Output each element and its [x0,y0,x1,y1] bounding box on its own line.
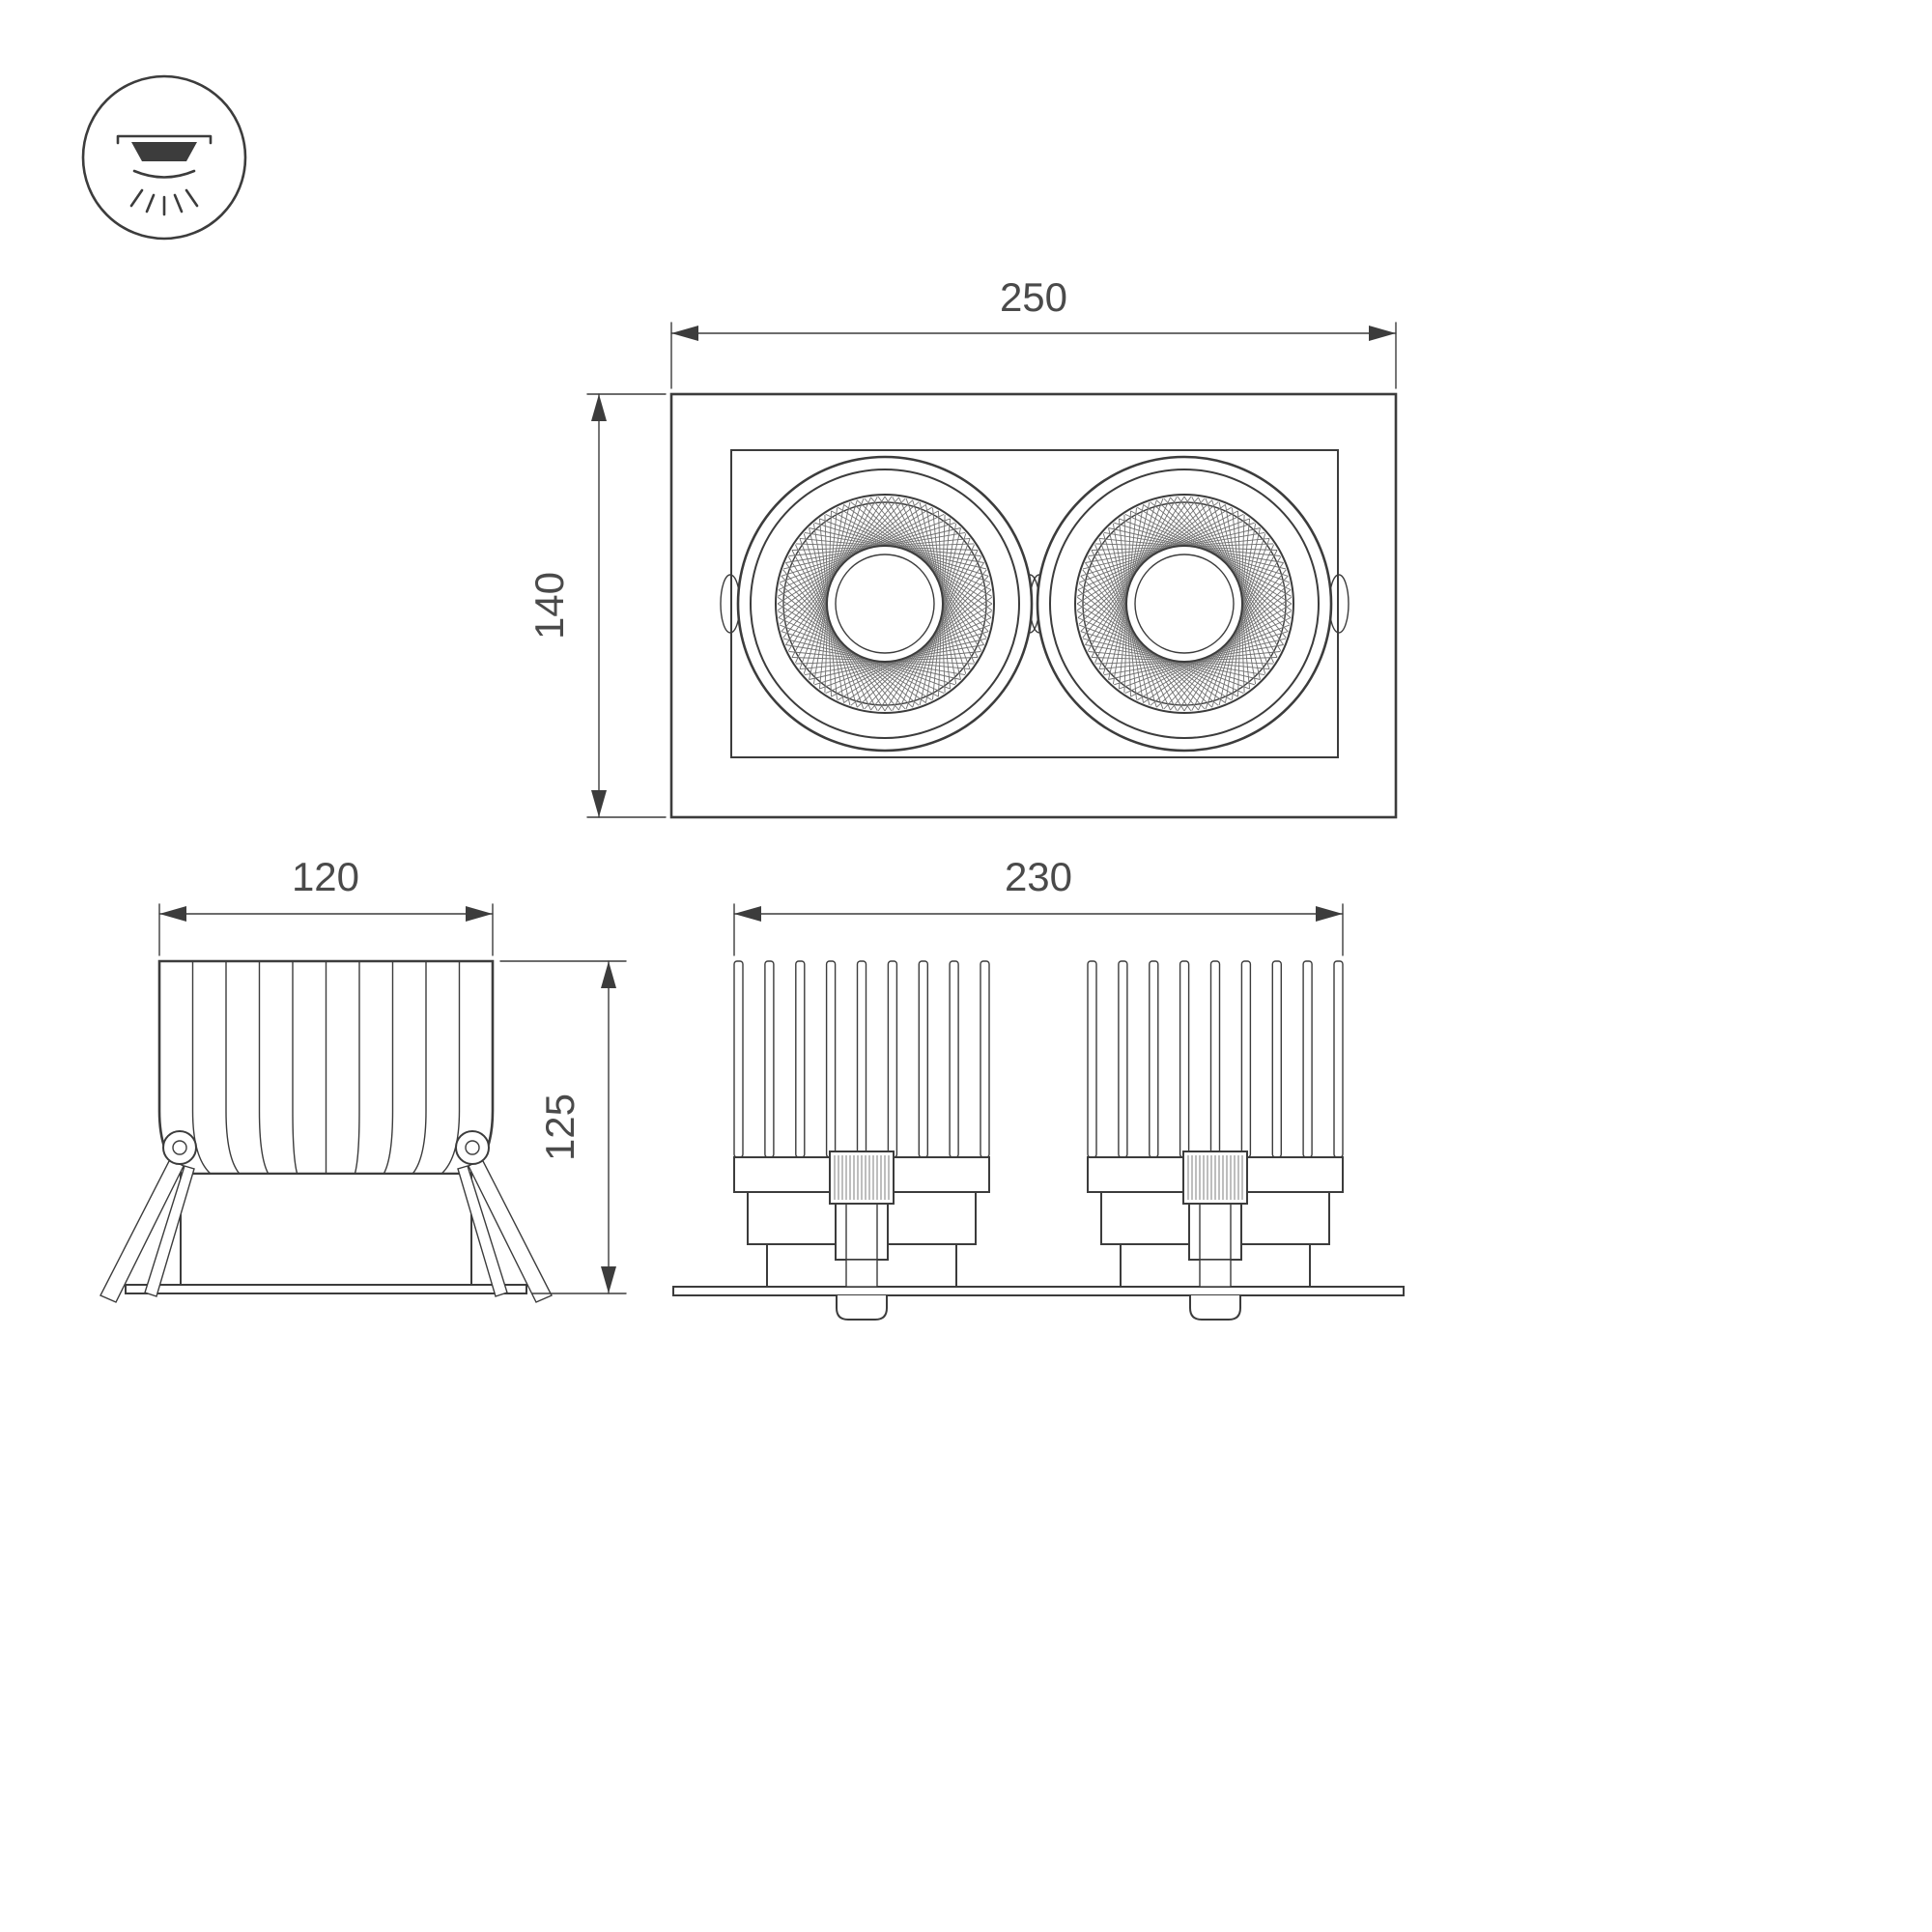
extension-lines [158,903,494,956]
dimension-front-width: 250 [670,274,1397,389]
arrowhead-left [159,906,186,922]
arrowhead-top [601,961,616,988]
side-height-label: 125 [537,1094,582,1161]
spring-clips [99,1130,553,1303]
rear-view: 230 [672,854,1405,1321]
clip-bracket [1188,1203,1242,1261]
trim-flange [672,1286,1405,1296]
heatsink-unit [1087,960,1344,1321]
fin [1118,960,1128,1158]
clip-pivot [162,1130,197,1165]
fin [1149,960,1159,1158]
icon-circle [81,74,247,241]
fin-line [354,960,360,1175]
front-width-label: 250 [1000,274,1067,320]
heatsink-units [733,960,1344,1321]
front-inner-frame [730,449,1339,758]
fin [1333,960,1344,1158]
extension-lines [586,393,667,818]
arrowhead-top [591,394,607,421]
front-height-label: 140 [526,572,572,639]
clip-foot [836,1294,888,1321]
fin-line [292,960,298,1175]
fin-line [383,960,394,1175]
dimension-side-height: 125 [499,960,627,1294]
arrowhead-left [734,906,761,922]
heatsink-unit [733,960,990,1321]
arrowhead-right [1369,326,1396,341]
fin [1209,960,1221,1158]
lens-group [720,455,1350,753]
fin [1271,960,1283,1158]
front-view: 250 140 [526,274,1398,819]
lamp-body-symbol [131,142,197,161]
cob-led-center [1125,545,1243,663]
side-width-label: 120 [292,854,359,899]
fin [795,960,806,1158]
clip-blade-short [457,1165,508,1297]
fin-line [225,960,241,1175]
rear-width-label: 230 [1005,854,1072,899]
side-view: 120 125 [99,854,627,1303]
lamp-lens-arc [132,169,196,179]
lens [736,455,1034,753]
front-outer-frame [669,392,1398,819]
dimension-front-height: 140 [526,393,667,818]
fin [1179,960,1190,1158]
extension-lines [670,322,1397,389]
lamp-housing [180,1173,472,1286]
clip-pivot-pin [465,1140,480,1155]
dimension-rear-width: 230 [733,854,1344,956]
fin [887,960,898,1158]
clip-pivot-pin [172,1140,187,1155]
clip-foot [1189,1294,1241,1321]
light-rays [129,188,199,216]
fin [1240,960,1252,1158]
clip-neck [1199,1259,1232,1288]
trim-flange [125,1284,527,1294]
extension-lines [499,960,627,1294]
clip-neck [845,1259,878,1288]
fin [949,960,959,1158]
fin [733,960,744,1158]
arrowhead-right [1316,906,1343,922]
fin [764,960,775,1158]
fin [918,960,928,1158]
ceiling-line [116,134,213,145]
extension-lines [733,903,1344,956]
cob-led-center [826,545,944,663]
fin [1087,960,1097,1158]
fin [825,960,837,1158]
clip-bracket [835,1203,889,1261]
lens [1036,455,1333,753]
clip-pivot [455,1130,490,1165]
fin-line [258,960,270,1175]
fin [1302,960,1313,1158]
fin [980,960,990,1158]
clip-blade-short [144,1165,195,1297]
recessed-downlight-icon [81,74,247,241]
dimension-side-width: 120 [158,854,494,956]
arrowhead-bottom [601,1266,616,1293]
arrowhead-left [671,326,698,341]
arrowhead-bottom [591,790,607,817]
fin [856,960,867,1158]
arrowhead-right [466,906,493,922]
fin-line [412,960,427,1175]
